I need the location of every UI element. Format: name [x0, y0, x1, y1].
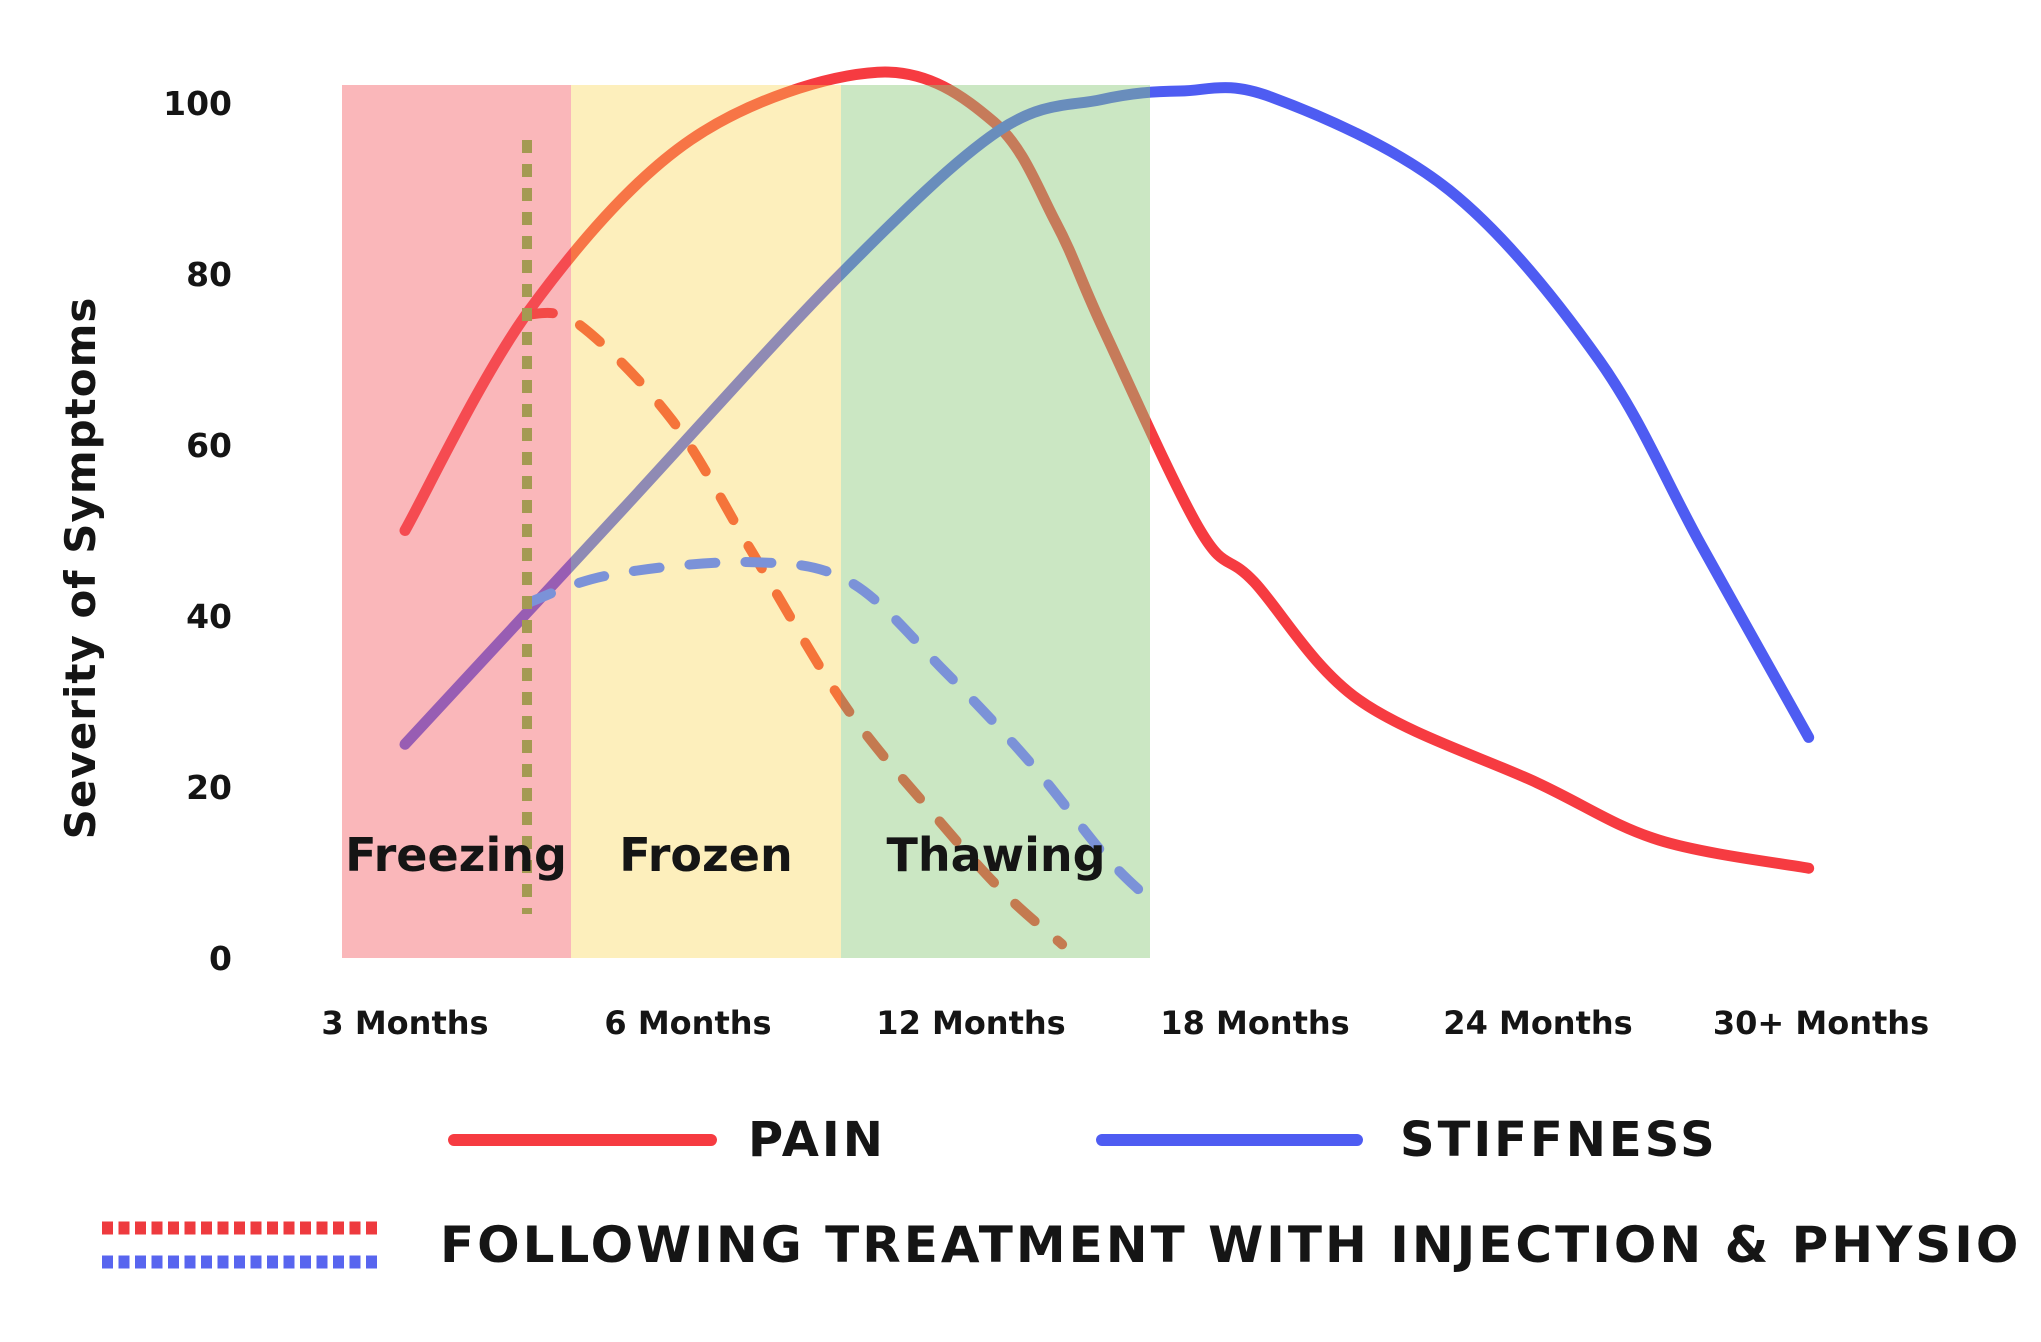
stiffness-treated-curve — [521, 557, 1153, 904]
curves-over-bands — [521, 557, 1153, 904]
x-tick-3-months: 3 Months — [321, 1004, 488, 1042]
x-tick-30-months: 30+ Months — [1713, 1004, 1929, 1042]
x-tick-12-months: 12 Months — [876, 1004, 1065, 1042]
curves-under-bands — [399, 66, 1815, 950]
y-tick-20: 20 — [186, 768, 232, 807]
x-tick-18-months: 18 Months — [1160, 1004, 1349, 1042]
phase-label-thawing: Thawing — [886, 828, 1105, 882]
x-tick-6-months: 6 Months — [604, 1004, 771, 1042]
pain-curve — [399, 66, 1815, 874]
stiffness-legend-label: STIFFNESS — [1400, 1112, 1718, 1168]
phase-label-freezing: Freezing — [345, 828, 567, 882]
phase-band-frozen — [571, 85, 841, 958]
phase-labels: Freezing Frozen Thawing — [345, 828, 1105, 882]
y-tick-80: 80 — [186, 255, 232, 294]
treatment-legend-label: FOLLOWING TREATMENT WITH INJECTION & PHY… — [440, 1216, 2021, 1274]
stiffness-curve — [399, 82, 1815, 750]
y-tick-40: 40 — [186, 597, 232, 636]
y-tick-100: 100 — [163, 84, 232, 123]
phase-label-frozen: Frozen — [619, 828, 793, 882]
phase-band-freezing — [342, 85, 571, 958]
x-tick-24-months: 24 Months — [1443, 1004, 1632, 1042]
y-tick-60: 60 — [186, 426, 232, 465]
y-axis-title: Severity of Symptoms — [56, 297, 105, 840]
pain-treated-curve — [521, 307, 1068, 950]
phase-bands — [342, 85, 1150, 958]
phase-band-thawing — [841, 85, 1150, 958]
y-tick-0: 0 — [209, 939, 232, 978]
pain-legend-label: PAIN — [748, 1112, 886, 1168]
